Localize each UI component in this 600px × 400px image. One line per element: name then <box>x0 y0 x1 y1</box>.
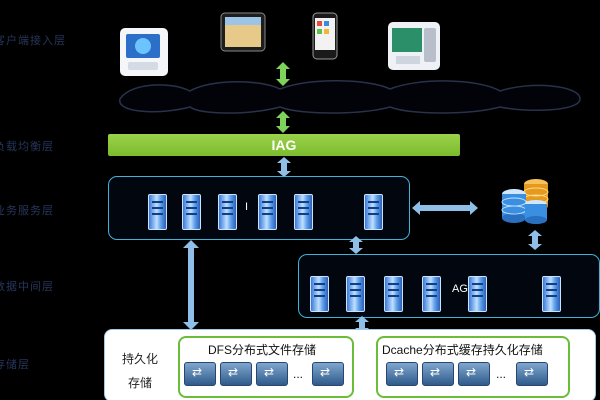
arrow-devices-cloud <box>276 62 290 86</box>
server-icon <box>182 194 201 230</box>
server-icon <box>422 276 441 312</box>
server-icon <box>258 194 277 230</box>
iag-gateway-bar: IAG <box>108 134 460 156</box>
arrow-service-database <box>412 201 478 215</box>
middleware-box-text: AG <box>452 283 468 295</box>
smartphone-icon <box>312 12 338 60</box>
disk-icon <box>184 362 216 386</box>
server-icon <box>468 276 487 312</box>
layer-label-client: 客户端接入层 <box>0 35 66 47</box>
arrow-database-middle <box>528 230 542 250</box>
server-icon <box>294 194 313 230</box>
layer-label-loadbalance: 负载均衡层 <box>0 141 54 153</box>
persist-label-line1: 持久化 <box>122 352 159 366</box>
server-icon <box>148 194 167 230</box>
disk-icon <box>516 362 548 386</box>
dfs-title: DFS分布式文件存储 <box>208 343 317 357</box>
disk-icon <box>312 362 344 386</box>
arrow-service-middle <box>349 236 363 254</box>
arrow-cloud-iag <box>276 111 290 133</box>
server-icon <box>346 276 365 312</box>
disk-icon <box>458 362 490 386</box>
disk-icon <box>386 362 418 386</box>
disk-icon <box>256 362 288 386</box>
tablet-icon <box>220 12 266 52</box>
server-icon <box>364 194 383 230</box>
layer-label-service: 业务服务层 <box>0 205 54 217</box>
server-icon <box>542 276 561 312</box>
persist-label-line2: 存储 <box>128 376 153 390</box>
layer-label-middleware: 数据中间层 <box>0 281 54 293</box>
desktop-computer-icon <box>120 28 168 76</box>
server-icon <box>218 194 237 230</box>
disk-icon <box>220 362 252 386</box>
database-icon <box>501 179 549 224</box>
network-cloud <box>119 80 581 114</box>
arrow-service-storage <box>183 240 199 330</box>
service-box-text: I <box>245 201 249 213</box>
dcache-ellipsis: ... <box>496 367 507 381</box>
server-icon <box>384 276 403 312</box>
workstation-icon <box>388 22 440 70</box>
dfs-ellipsis: ... <box>293 367 304 381</box>
arrow-iag-service <box>277 157 291 177</box>
disk-icon <box>422 362 454 386</box>
dcache-title: Dcache分布式缓存持久化存储 <box>382 343 543 357</box>
layer-label-storage: 存储层 <box>0 359 30 371</box>
server-icon <box>310 276 329 312</box>
